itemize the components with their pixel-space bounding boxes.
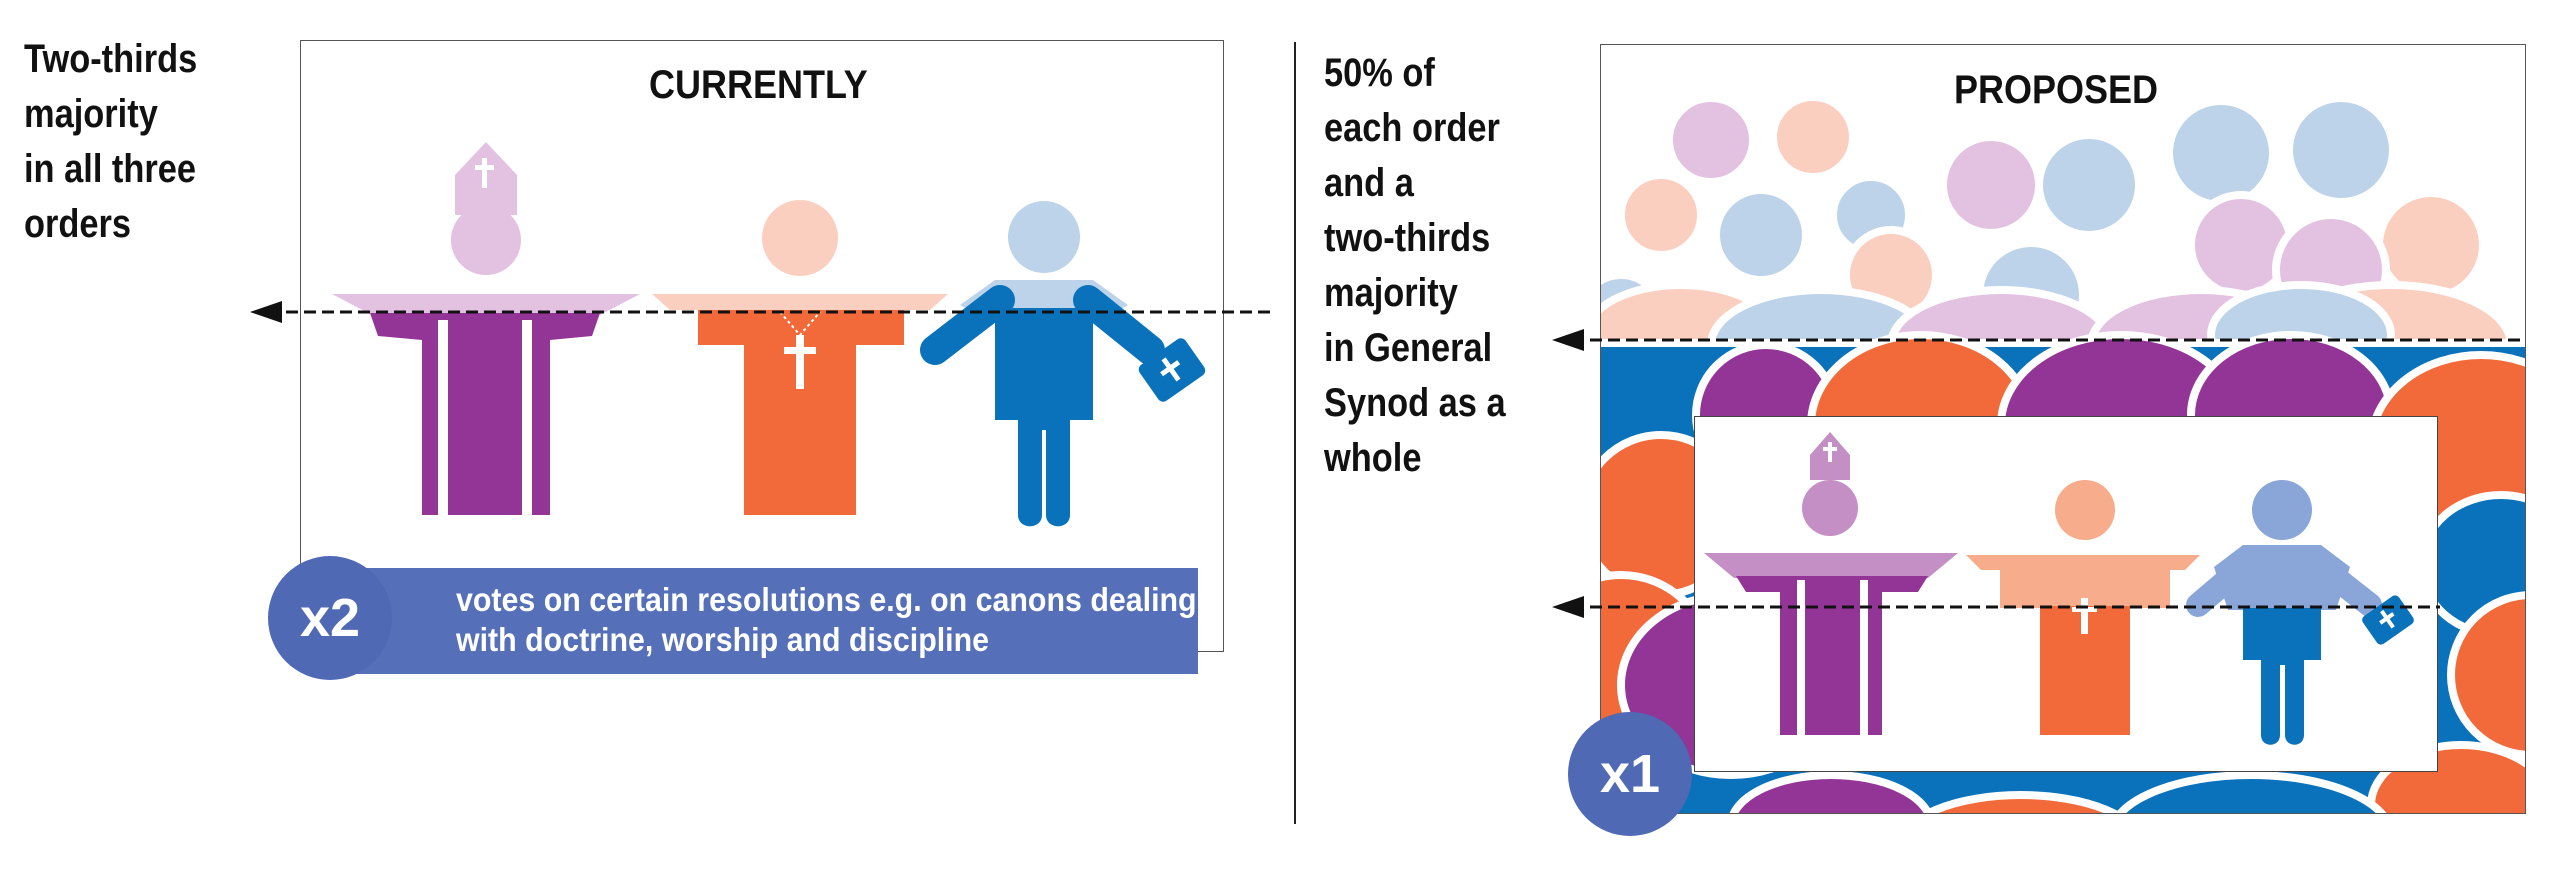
proposed-order-arrow — [1552, 596, 2440, 618]
bishop-stole — [438, 320, 448, 515]
proposed-multiplier-badge: x1 — [1568, 712, 1692, 836]
proposed-synod-arrow — [1552, 329, 2526, 351]
inset-laity-figure — [2186, 480, 2414, 745]
clergy-vestment-top — [652, 294, 948, 310]
banner-line-1: votes on certain resolutions e.g. on can… — [456, 581, 1197, 618]
laity-left-arm — [920, 285, 1015, 365]
current-multiplier-badge: x2 — [268, 556, 392, 680]
inset-laity-head — [2252, 480, 2312, 540]
clergy-cross-icon — [796, 335, 804, 389]
laity-figure — [920, 201, 1206, 527]
clergy-head — [762, 200, 838, 276]
section-divider — [1294, 42, 1296, 824]
laity-head — [1008, 201, 1080, 273]
inset-clergy-figure — [1966, 480, 2200, 735]
inset-bishop-head — [1802, 480, 1858, 536]
laity-right-arm — [1073, 285, 1165, 365]
proposed-panel-title: PROPOSED — [1954, 68, 2159, 112]
inset-clergy-cross-icon — [2081, 598, 2088, 634]
clergy-robe — [698, 310, 904, 515]
banner-line-2: with doctrine, worship and discipline — [456, 621, 990, 658]
laity-body — [995, 308, 1093, 527]
inset-bishop-robe — [1736, 576, 1928, 735]
votes-banner: votes on certain resolutions e.g. on can… — [338, 568, 1198, 674]
inset-clergy-robe — [2040, 606, 2130, 735]
clergy-figure — [652, 200, 948, 515]
bishop-head — [451, 205, 521, 275]
proposed-requirement-text: 50% of each order and a two-thirds major… — [1324, 51, 1506, 480]
bishop-vestment-top — [332, 294, 640, 315]
current-requirement-text: Two-thirds majority in all three orders — [24, 37, 198, 246]
inset-laity-body — [2243, 608, 2321, 745]
bible-icon — [1138, 338, 1206, 402]
bishop-figure — [332, 142, 640, 515]
inset-clergy-head — [2055, 480, 2115, 540]
inset-bishop-figure — [1704, 432, 1958, 735]
current-threshold-arrow — [250, 301, 1270, 323]
current-panel-title: CURRENTLY — [649, 63, 868, 107]
